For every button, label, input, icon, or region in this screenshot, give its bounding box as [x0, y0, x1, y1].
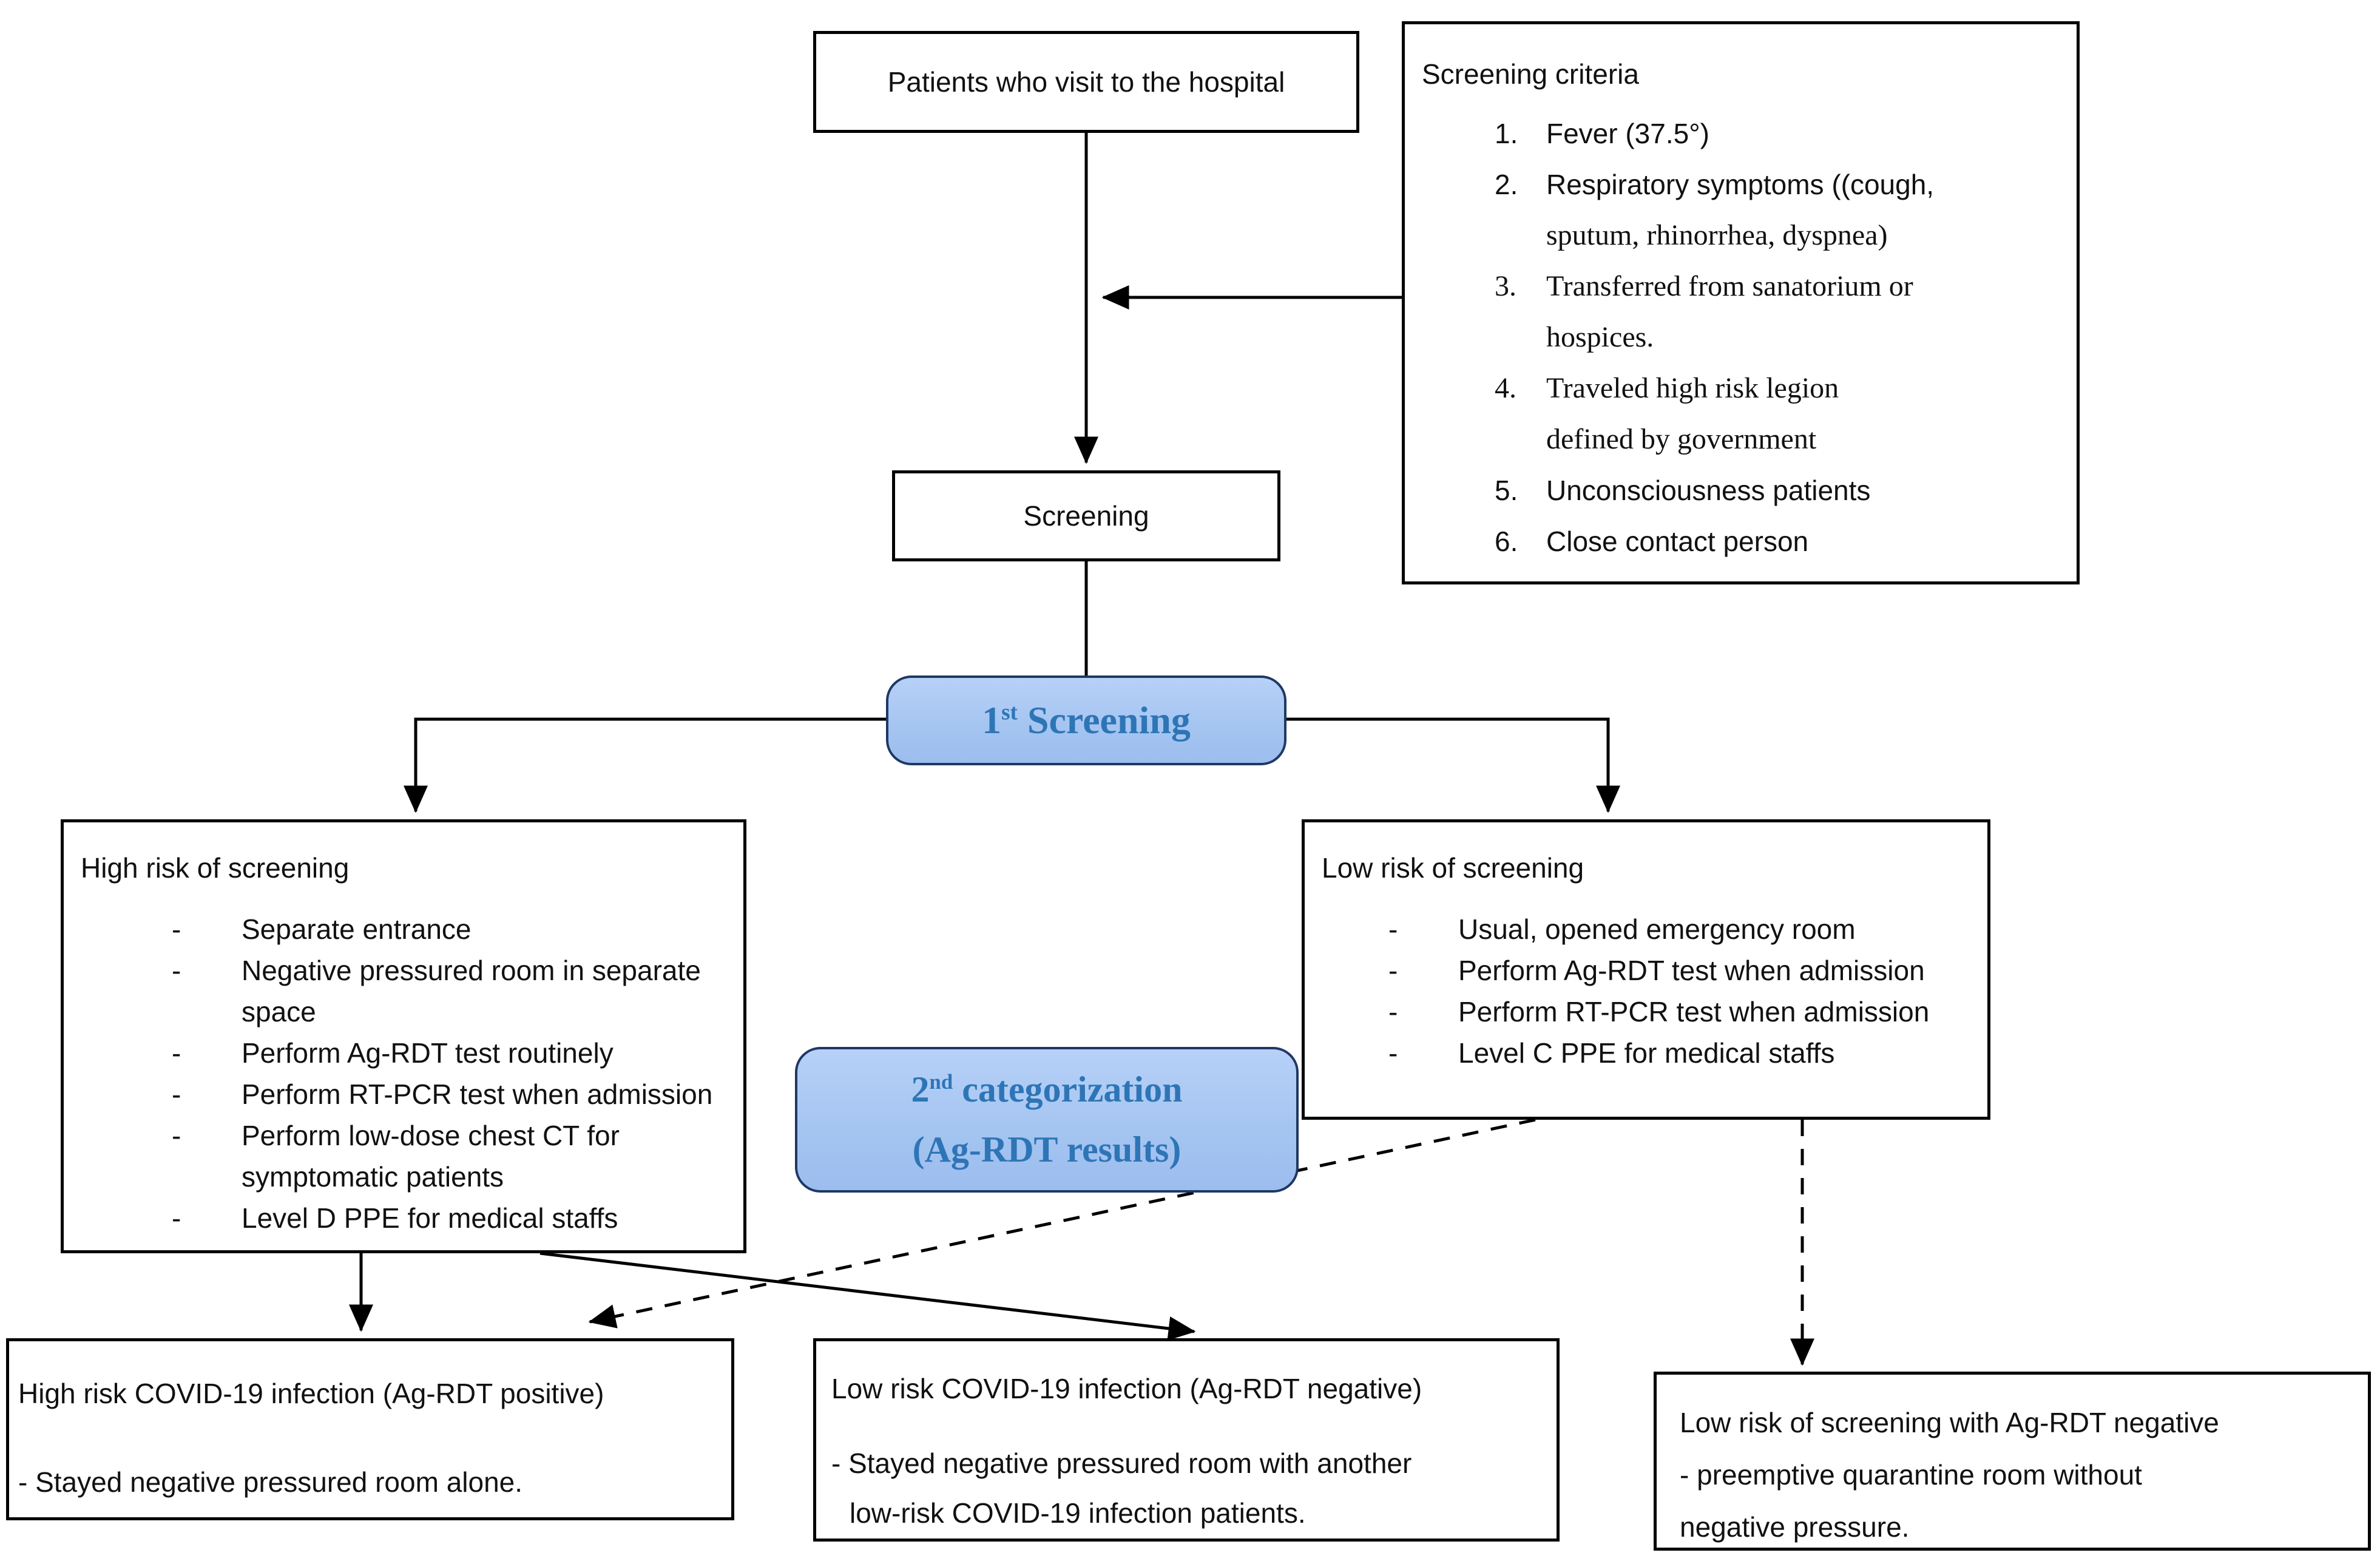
criteria-number: 3. [1495, 270, 1516, 302]
second-categorization-line2: (Ag-RDT results) [912, 1129, 1182, 1170]
criteria-list: 1. Fever (37.5°) 2. Respiratory symptoms… [1422, 108, 2060, 567]
criteria-number: 1. [1495, 118, 1518, 149]
criteria-item-2: 2. Respiratory symptoms ((cough, sputum,… [1422, 159, 2060, 261]
dash-bullet: - [172, 1037, 181, 1069]
criteria-number: 5. [1495, 475, 1518, 506]
criteria-line: Close contact person [1546, 526, 1809, 557]
high-risk-screening-box: High risk of screening - Separate entran… [61, 819, 746, 1253]
low-risk-infection-title: Low risk COVID-19 infection (Ag-RDT nega… [831, 1373, 1422, 1404]
second-categorization-box: 2nd categorization (Ag-RDT results) [795, 1047, 1299, 1193]
first-screening-box: 1st Screening [886, 675, 1286, 765]
ordinal-superscript: nd [929, 1070, 953, 1094]
ordinal-superscript: st [1001, 700, 1018, 725]
list-item: - Perform Ag-RDT test routinely [172, 1032, 726, 1074]
criteria-line: sputum, rhinorrhea, dyspnea) [1546, 219, 1888, 251]
dash-bullet: - [1388, 1037, 1398, 1069]
criteria-line: defined by government [1546, 423, 1817, 455]
high-risk-infection-body: - Stayed negative pressured room alone. [18, 1466, 523, 1498]
dash-bullet: - [172, 955, 181, 986]
criteria-number: 2. [1495, 169, 1518, 200]
list-item: - Perform low-dose chest CT for symptoma… [172, 1115, 726, 1197]
list-item: - Separate entrance [172, 909, 726, 950]
arrow-first-screening-to-low-risk [1286, 717, 1620, 813]
criteria-item-1: 1. Fever (37.5°) [1422, 108, 2060, 159]
low-risk-infection-body: - Stayed negative pressured room with an… [831, 1438, 1541, 1538]
criteria-line: Fever (37.5°) [1546, 118, 1709, 149]
list-item: - Perform RT-PCR test when admission [172, 1074, 726, 1115]
screening-box: Screening [892, 470, 1280, 561]
criteria-item-3: 3. Transferred from sanatorium or hospic… [1422, 261, 2060, 363]
high-risk-infection-box: High risk COVID-19 infection (Ag-RDT pos… [6, 1338, 734, 1520]
list-item: - Level D PPE for medical staffs [172, 1197, 726, 1239]
arrow-low-risk-to-positive-dashed [588, 1118, 1536, 1329]
patients-label: Patients who visit to the hospital [887, 66, 1285, 98]
body-line: - Stayed negative pressured room with an… [831, 1447, 1412, 1479]
low-risk-items: - Usual, opened emergency room - Perform… [1388, 909, 1970, 1074]
criteria-line: Respiratory symptoms ((cough, [1546, 169, 1935, 200]
criteria-line: Traveled high risk legion [1546, 372, 1839, 404]
dash-bullet: - [172, 1202, 181, 1234]
list-item: - Perform RT-PCR test when admission [1388, 991, 1970, 1032]
dash-bullet: - [1388, 955, 1398, 986]
dash-bullet: - [1388, 913, 1398, 945]
screening-label: Screening [1023, 500, 1149, 532]
patients-box: Patients who visit to the hospital [813, 31, 1359, 133]
dash-bullet: - [1388, 996, 1398, 1027]
preemptive-quarantine-box: Low risk of screening with Ag-RDT negati… [1654, 1372, 2371, 1551]
criteria-item-5: 5. Unconsciousness patients [1422, 465, 2060, 516]
high-risk-title: High risk of screening [81, 852, 350, 884]
list-item: - Perform Ag-RDT test when admission [1388, 950, 1970, 991]
dash-bullet: - [172, 1078, 181, 1110]
first-screening-label: 1st Screening [982, 699, 1191, 742]
arrow-first-screening-to-high-risk [404, 717, 886, 813]
criteria-title: Screening criteria [1422, 58, 1639, 90]
dash-bullet: - [172, 1120, 181, 1151]
criteria-number: 4. [1495, 372, 1516, 404]
list-item: - Usual, opened emergency room [1388, 909, 1970, 950]
screening-criteria-box: Screening criteria 1. Fever (37.5°) 2. R… [1402, 21, 2080, 584]
high-risk-infection-title: High risk COVID-19 infection (Ag-RDT pos… [18, 1378, 604, 1409]
criteria-item-4: 4. Traveled high risk legion defined by … [1422, 363, 2060, 465]
quarantine-line: - preemptive quarantine room without [1680, 1459, 2142, 1491]
quarantine-line: negative pressure. [1680, 1511, 1910, 1543]
second-categorization-line1: 2nd categorization [911, 1069, 1183, 1109]
list-item: - Negative pressured room in separate sp… [172, 950, 726, 1032]
criteria-line: Transferred from sanatorium or [1546, 270, 1913, 302]
arrow-high-risk-to-negative [539, 1251, 1196, 1341]
low-risk-screening-box: Low risk of screening - Usual, opened em… [1302, 819, 1990, 1120]
criteria-number: 6. [1495, 526, 1518, 557]
criteria-line: hospices. [1546, 321, 1654, 353]
quarantine-line: Low risk of screening with Ag-RDT negati… [1680, 1407, 2219, 1438]
high-risk-items: - Separate entrance - Negative pressured… [172, 909, 726, 1239]
criteria-item-6: 6. Close contact person [1422, 516, 2060, 567]
list-item: - Level C PPE for medical staffs [1388, 1032, 1970, 1074]
criteria-line: Unconsciousness patients [1546, 475, 1871, 506]
low-risk-infection-box: Low risk COVID-19 infection (Ag-RDT nega… [813, 1338, 1560, 1542]
low-risk-title: Low risk of screening [1322, 852, 1584, 884]
body-line: low-risk COVID-19 infection patients. [850, 1497, 1306, 1529]
dash-bullet: - [172, 913, 181, 945]
